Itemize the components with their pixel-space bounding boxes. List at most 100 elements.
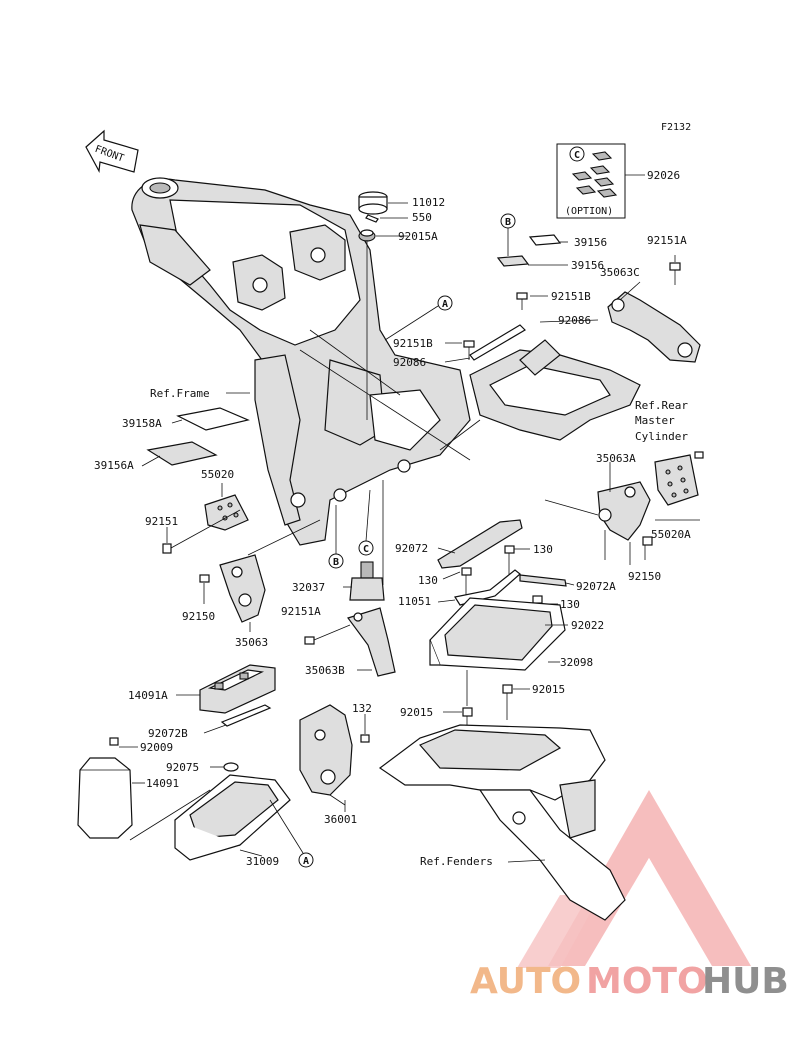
label-132: 132 — [352, 702, 372, 715]
label-ref-rear-2: Master — [635, 414, 675, 427]
label-11012: 11012 — [412, 196, 445, 209]
footpeg-55020a — [654, 454, 699, 506]
label-35063a: 35063A — [596, 452, 636, 465]
front-arrow-icon: FRONT — [85, 129, 139, 173]
label-92072a: 92072A — [576, 580, 616, 593]
bolt-92150-right — [642, 536, 653, 546]
bracket-35063b — [347, 607, 396, 677]
label-92015a: 92015A — [398, 230, 438, 243]
label-39158a: 39158A — [122, 417, 162, 430]
callout-c-frame: C — [363, 544, 369, 555]
callout-b-frame: B — [333, 557, 339, 568]
label-550: 550 — [412, 211, 432, 224]
pad-39158a — [176, 407, 250, 431]
nut-92015a — [358, 229, 376, 242]
label-92150-left: 92150 — [182, 610, 215, 623]
screw-92009 — [109, 737, 119, 746]
label-130-c: 130 — [560, 598, 580, 611]
label-92072: 92072 — [395, 542, 428, 555]
bracket-35063 — [219, 554, 266, 623]
label-92086-b: 92086 — [393, 356, 426, 369]
label-92026: 92026 — [647, 169, 680, 182]
label-31009: 31009 — [246, 855, 279, 868]
label-92075: 92075 — [166, 761, 199, 774]
bracket-35063a — [597, 481, 651, 541]
bolt-92015-a — [502, 684, 513, 720]
label-130-b: 130 — [418, 574, 438, 587]
footpeg-55020 — [204, 494, 249, 531]
rear-fender — [378, 724, 626, 921]
tray-14091a — [199, 664, 276, 714]
label-11051: 11051 — [398, 595, 431, 608]
bolt-92151-right — [694, 451, 704, 459]
main-frame — [131, 177, 471, 546]
label-35063c: 35063C — [600, 266, 640, 279]
label-55020a: 55020A — [651, 528, 691, 541]
label-130-a: 130 — [533, 543, 553, 556]
bolt-130-a — [504, 545, 515, 575]
label-92151a-top: 92151A — [647, 234, 687, 247]
label-92022: 92022 — [571, 619, 604, 632]
label-92150-right: 92150 — [628, 570, 661, 583]
pad-39156-b — [496, 255, 530, 267]
callout-b-top: B — [505, 217, 511, 228]
pad-39156a — [146, 441, 218, 466]
label-92151: 92151 — [145, 515, 178, 528]
label-35063: 35063 — [235, 636, 268, 649]
label-ref-fenders: Ref.Fenders — [420, 855, 493, 868]
diagram-code: F2132 — [661, 122, 691, 133]
watermark-word-1: AUTO — [470, 961, 581, 1002]
watermark-logo — [517, 790, 751, 968]
strap-92072 — [437, 519, 523, 569]
label-32098: 32098 — [560, 656, 593, 669]
callout-a-bottom: A — [303, 856, 309, 867]
cover-14091 — [77, 757, 133, 839]
label-ref-rear-3: Cylinder — [635, 430, 688, 443]
label-92151a-mid: 92151A — [281, 605, 321, 618]
label-39156-a: 39156 — [574, 236, 607, 249]
watermark-word-3: HUB — [702, 961, 789, 1002]
pad-39156-a — [528, 234, 562, 246]
band-92086 — [469, 324, 526, 361]
screw-132 — [360, 734, 370, 743]
label-35063b: 35063B — [305, 664, 345, 677]
label-55020: 55020 — [201, 468, 234, 481]
label-ref-rear-1: Ref.Rear — [635, 399, 688, 412]
label-32037: 32037 — [292, 581, 325, 594]
rear-subframe — [439, 339, 641, 451]
bracket-35063c — [607, 291, 701, 363]
label-92009: 92009 — [140, 741, 173, 754]
bracket-11051 — [454, 569, 521, 606]
label-36001: 36001 — [324, 813, 357, 826]
label-39156a: 39156A — [94, 459, 134, 472]
bolt-92151b-a — [516, 292, 528, 310]
grommet-92075 — [223, 762, 239, 772]
label-92015-a: 92015 — [532, 683, 565, 696]
label-92015-b: 92015 — [400, 706, 433, 719]
strap-92072a — [519, 574, 567, 587]
bolt-92151a-mid — [304, 636, 315, 645]
cap-11012 — [358, 191, 388, 215]
damper-32037 — [349, 561, 385, 601]
bracket-36001 — [299, 704, 353, 796]
label-92086-a: 92086 — [558, 314, 591, 327]
bolt-130-b — [461, 567, 472, 598]
clip-550 — [365, 214, 379, 223]
watermark-word-2: MOTO — [586, 961, 708, 1002]
label-92151b-a: 92151B — [551, 290, 591, 303]
option-label: (OPTION) — [565, 206, 613, 217]
part-labels: 11012 550 92015A 92026 39156 39156 92151… — [94, 169, 691, 868]
tray-31009 — [174, 774, 291, 861]
bolt-92151a-top — [669, 262, 681, 285]
label-14091a: 14091A — [128, 689, 168, 702]
strap-92072b — [220, 704, 272, 727]
label-92151b-b: 92151B — [393, 337, 433, 350]
label-ref-frame: Ref.Frame — [150, 387, 210, 400]
bolt-92150-left — [199, 574, 210, 583]
callout-c-option: C — [574, 150, 580, 161]
label-14091: 14091 — [146, 777, 179, 790]
label-92072b: 92072B — [148, 727, 188, 740]
watermark-text: AUTO MOTO HUB — [470, 961, 789, 1002]
option-box: C (OPTION) — [556, 143, 626, 219]
